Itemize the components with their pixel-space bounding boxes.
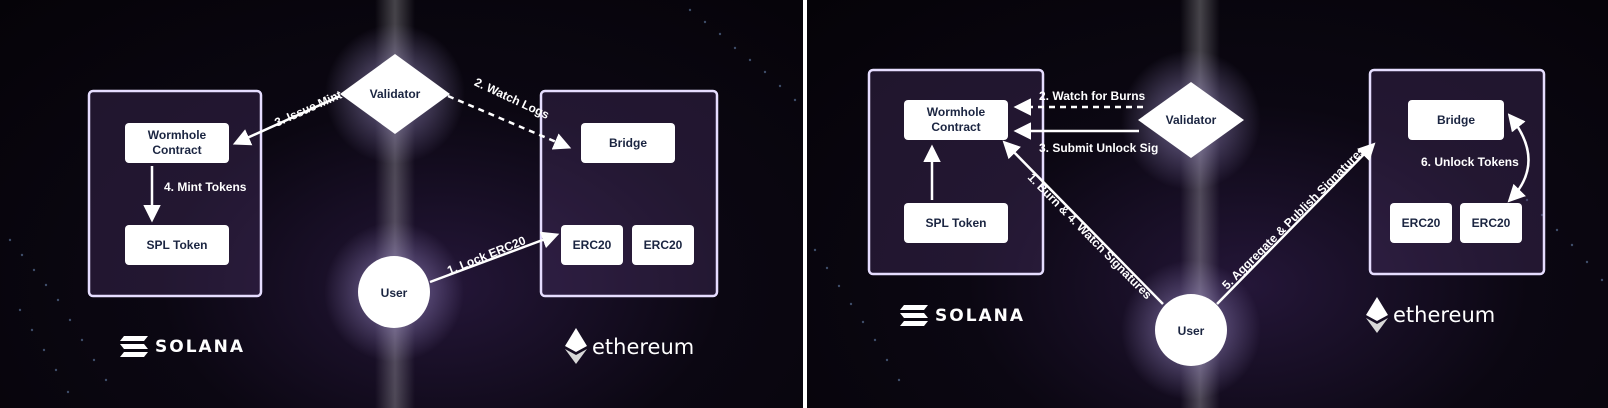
validator-label: Validator (370, 87, 421, 101)
unlock-tokens-label: 6. Unlock Tokens (1421, 155, 1519, 169)
spl-token-node: SPL Token (125, 225, 229, 265)
lock-erc20-label: 1. Lock ERC20 (445, 233, 528, 277)
wormhole-label-line1: Wormhole (148, 128, 207, 142)
ethereum-wordmark: ethereum (592, 335, 694, 359)
burn-watch-arrow (1002, 140, 1164, 305)
user-node: User (1155, 294, 1227, 366)
wormhole-contract-node: Wormhole Contract (125, 123, 229, 163)
panel-divider (803, 0, 807, 408)
erc20-node-b: ERC20 (1460, 203, 1522, 243)
wormhole-label-line1: Wormhole (927, 105, 986, 119)
lock-mint-diagram: Wormhole Contract SPL Token 4. Mint Toke… (8, 0, 797, 408)
solana-logo: SOLANA (120, 336, 245, 357)
ethereum-diamond-icon (565, 328, 587, 364)
diagram-lock-mint-panel: Wormhole Contract SPL Token 4. Mint Toke… (0, 0, 803, 408)
bridge-node: Bridge (581, 123, 675, 163)
user-node: User (358, 256, 430, 328)
validator-label: Validator (1166, 113, 1217, 127)
wormhole-label-line2: Contract (931, 120, 980, 134)
dotted-wave-decoration (8, 8, 797, 394)
wormhole-label-line2: Contract (152, 143, 201, 157)
lock-erc20-arrow (429, 231, 560, 284)
unlock-tokens-arrow (1507, 113, 1530, 203)
spl-token-label: SPL Token (147, 238, 208, 252)
user-label: User (1178, 324, 1205, 338)
erc20-node-a: ERC20 (1390, 203, 1452, 243)
mint-tokens-label: 4. Mint Tokens (164, 180, 247, 194)
erc20-b-label: ERC20 (644, 238, 683, 252)
spl-token-node: SPL Token (904, 203, 1008, 243)
bridge-node: Bridge (1408, 100, 1504, 140)
ethereum-wordmark: ethereum (1393, 303, 1495, 327)
solana-mark-icon (120, 336, 148, 357)
validator-node: Validator (340, 54, 450, 134)
ethereum-container (539, 89, 719, 298)
submit-unlock-label: 3. Submit Unlock Sig (1039, 141, 1158, 155)
user-label: User (381, 286, 408, 300)
ethereum-logo: ethereum (565, 328, 694, 364)
bridge-label: Bridge (609, 136, 647, 150)
validator-node: Validator (1138, 82, 1244, 158)
dotted-wave-decoration (813, 198, 1604, 382)
erc20-a-label: ERC20 (573, 238, 612, 252)
erc20-a-label: ERC20 (1402, 216, 1441, 230)
solana-wordmark: SOLANA (935, 306, 1025, 326)
ethereum-logo: ethereum (1366, 297, 1495, 333)
burn-watch-label: 1. Burn & 4. Watch Signatures (1025, 170, 1155, 302)
solana-logo: SOLANA (900, 305, 1025, 326)
solana-wordmark: SOLANA (155, 337, 245, 357)
burn-unlock-diagram: Wormhole Contract SPL Token Bridge ERC20… (813, 0, 1604, 408)
diagram-burn-unlock-panel: Wormhole Contract SPL Token Bridge ERC20… (807, 0, 1608, 408)
ethereum-diamond-icon (1366, 297, 1388, 333)
bridge-label: Bridge (1437, 113, 1475, 127)
watch-burns-label: 2. Watch for Burns (1039, 89, 1146, 103)
erc20-b-label: ERC20 (1472, 216, 1511, 230)
erc20-node-a: ERC20 (561, 225, 623, 265)
issue-mint-arrow (232, 94, 341, 146)
spl-token-label: SPL Token (926, 216, 987, 230)
solana-mark-icon (900, 305, 928, 326)
wormhole-contract-node: Wormhole Contract (904, 100, 1008, 140)
erc20-node-b: ERC20 (632, 225, 694, 265)
aggregate-arrow (1216, 142, 1376, 305)
